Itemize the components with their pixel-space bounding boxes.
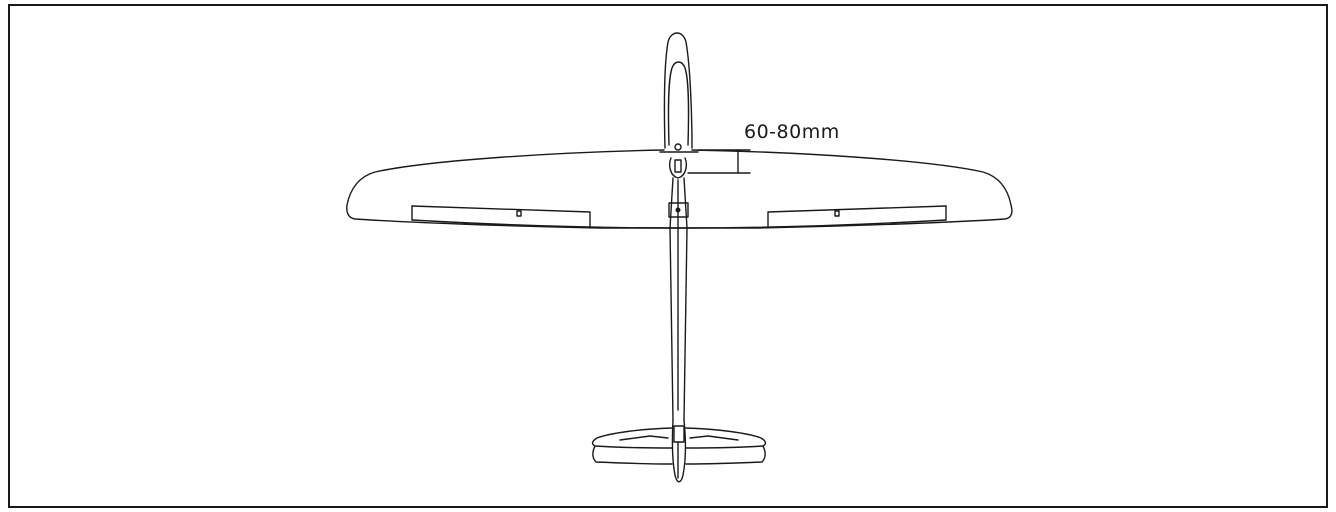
horizontal-stabilizer <box>591 427 767 465</box>
dimension-label: 60-80mm <box>744 121 840 143</box>
tail-cone <box>671 419 687 483</box>
fuselage-boom <box>669 177 688 421</box>
drawing-frame <box>8 4 1328 508</box>
right-aileron <box>767 205 947 229</box>
main-wing <box>346 149 1013 229</box>
left-aileron <box>411 205 591 229</box>
wing-root-detail <box>659 143 699 218</box>
canopy <box>663 32 693 149</box>
dimension-marker <box>687 149 751 174</box>
